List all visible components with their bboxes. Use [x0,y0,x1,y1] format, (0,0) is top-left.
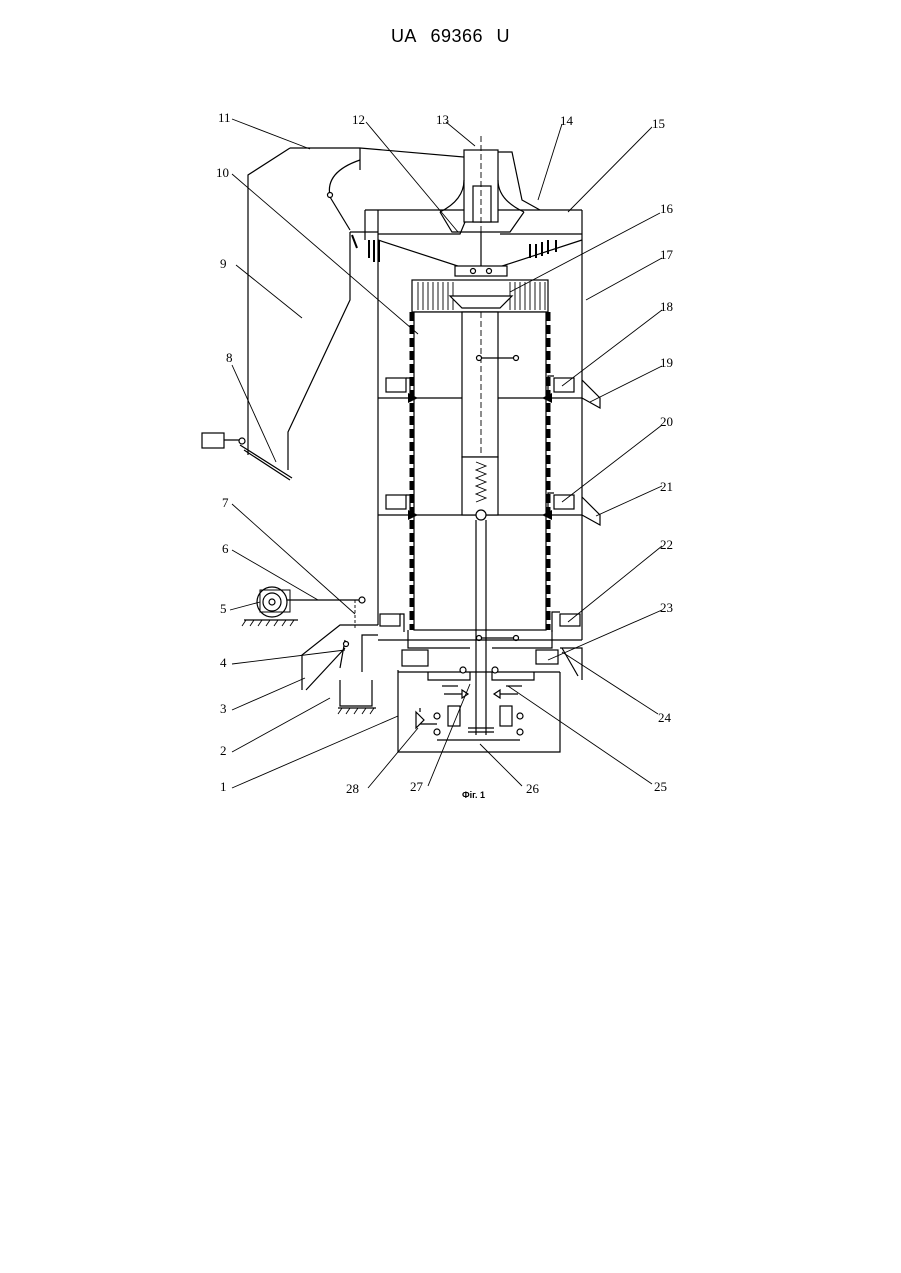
label-15: 15 [652,116,665,131]
motor-ground-hatch [242,620,294,626]
label-23: 23 [660,600,673,615]
label-13: 13 [436,112,449,127]
left-feeder [242,587,378,714]
label-8: 8 [226,350,233,365]
label-10: 10 [216,165,229,180]
label-2: 2 [220,743,227,758]
label-14: 14 [560,113,574,128]
label-7: 7 [222,495,229,510]
label-11: 11 [218,110,231,125]
label-18: 18 [660,299,673,314]
label-5: 5 [220,601,227,616]
bottom-chamber [378,630,582,752]
label-1: 1 [220,779,227,794]
label-21: 21 [660,479,673,494]
label-3: 3 [220,701,227,716]
label-24: 24 [658,710,672,725]
label-19: 19 [660,355,673,370]
label-20: 20 [660,414,673,429]
label-25: 25 [654,779,667,794]
label-22: 22 [660,537,673,552]
label-28: 28 [346,781,359,796]
inner-drum [408,280,552,735]
figure-caption: Фіг. 1 [462,790,485,800]
label-9: 9 [220,256,227,271]
top-fan [440,136,524,276]
label-4: 4 [220,655,227,670]
label-26: 26 [526,781,540,796]
label-27: 27 [410,779,424,794]
label-16: 16 [660,201,674,216]
label-17: 17 [660,247,674,262]
label-12: 12 [352,112,365,127]
bin-ground-hatch [338,708,374,714]
label-6: 6 [222,541,229,556]
